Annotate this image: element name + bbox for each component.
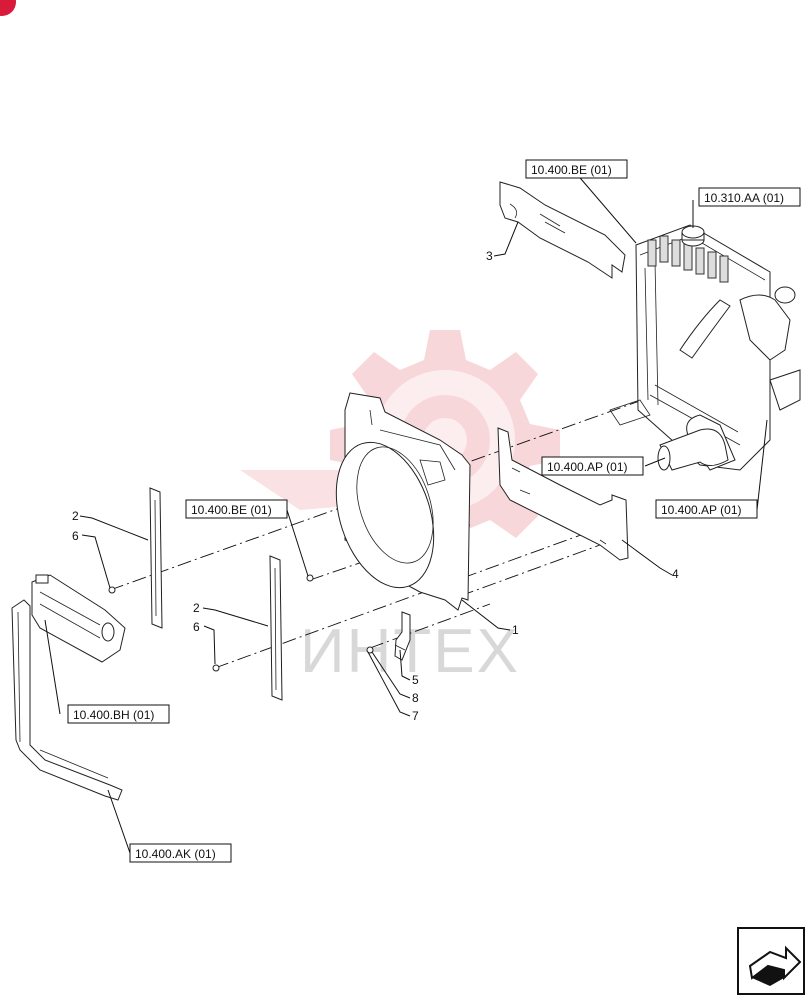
- callout-5: 5: [412, 673, 419, 687]
- leader-lines: [44, 171, 768, 854]
- callout-7: 7: [412, 709, 419, 723]
- ref-box-lower-hose[interactable]: 10.400.AP (01): [541, 456, 644, 476]
- callout-2-lower: 2: [193, 601, 200, 615]
- callout-2-upper: 2: [72, 509, 79, 523]
- part-2-seal-strip-lower: [269, 555, 283, 701]
- next-page-arrow-icon[interactable]: [737, 927, 805, 995]
- ref-box-right-hose[interactable]: 10.400.AP (01): [655, 499, 758, 519]
- svg-text:10.310.AA (01): 10.310.AA (01): [704, 191, 784, 205]
- svg-text:10.400.BE (01): 10.400.BE (01): [191, 503, 272, 517]
- callout-6-lower: 6: [193, 620, 200, 634]
- ref-box-radiator-cap[interactable]: 10.310.AA (01): [698, 187, 801, 207]
- part-2-seal-strip-upper: [149, 487, 163, 629]
- callout-4: 4: [672, 567, 679, 581]
- ref-box-reservoir[interactable]: 10.400.BH (01): [67, 704, 170, 724]
- expansion-tank: [31, 574, 126, 663]
- svg-text:10.400.AP (01): 10.400.AP (01): [661, 503, 742, 517]
- callout-1: 1: [512, 623, 519, 637]
- svg-text:10.400.AK (01): 10.400.AK (01): [135, 847, 216, 861]
- ref-box-pipe[interactable]: 10.400.AK (01): [129, 843, 232, 863]
- ref-box-fan-shroud[interactable]: 10.400.BE (01): [185, 499, 288, 519]
- part-3-upper-bracket: [499, 181, 626, 279]
- callout-6-upper: 6: [72, 529, 79, 543]
- part-5-small-bracket: [394, 611, 411, 661]
- corner-badge: [0, 0, 16, 16]
- svg-text:10.400.AP (01): 10.400.AP (01): [547, 460, 628, 474]
- svg-text:10.400.BH (01): 10.400.BH (01): [73, 708, 154, 722]
- part-4-side-panel: [497, 427, 629, 561]
- callout-8: 8: [412, 691, 419, 705]
- part-1-fan-shroud: [335, 392, 471, 611]
- ref-box-top-radiator[interactable]: 10.400.BE (01): [525, 159, 628, 179]
- coolant-pipe: [11, 599, 123, 801]
- radiator-cap: [681, 225, 705, 247]
- fasteners: [108, 574, 374, 672]
- callout-3: 3: [486, 249, 493, 263]
- svg-text:10.400.BE (01): 10.400.BE (01): [531, 163, 612, 177]
